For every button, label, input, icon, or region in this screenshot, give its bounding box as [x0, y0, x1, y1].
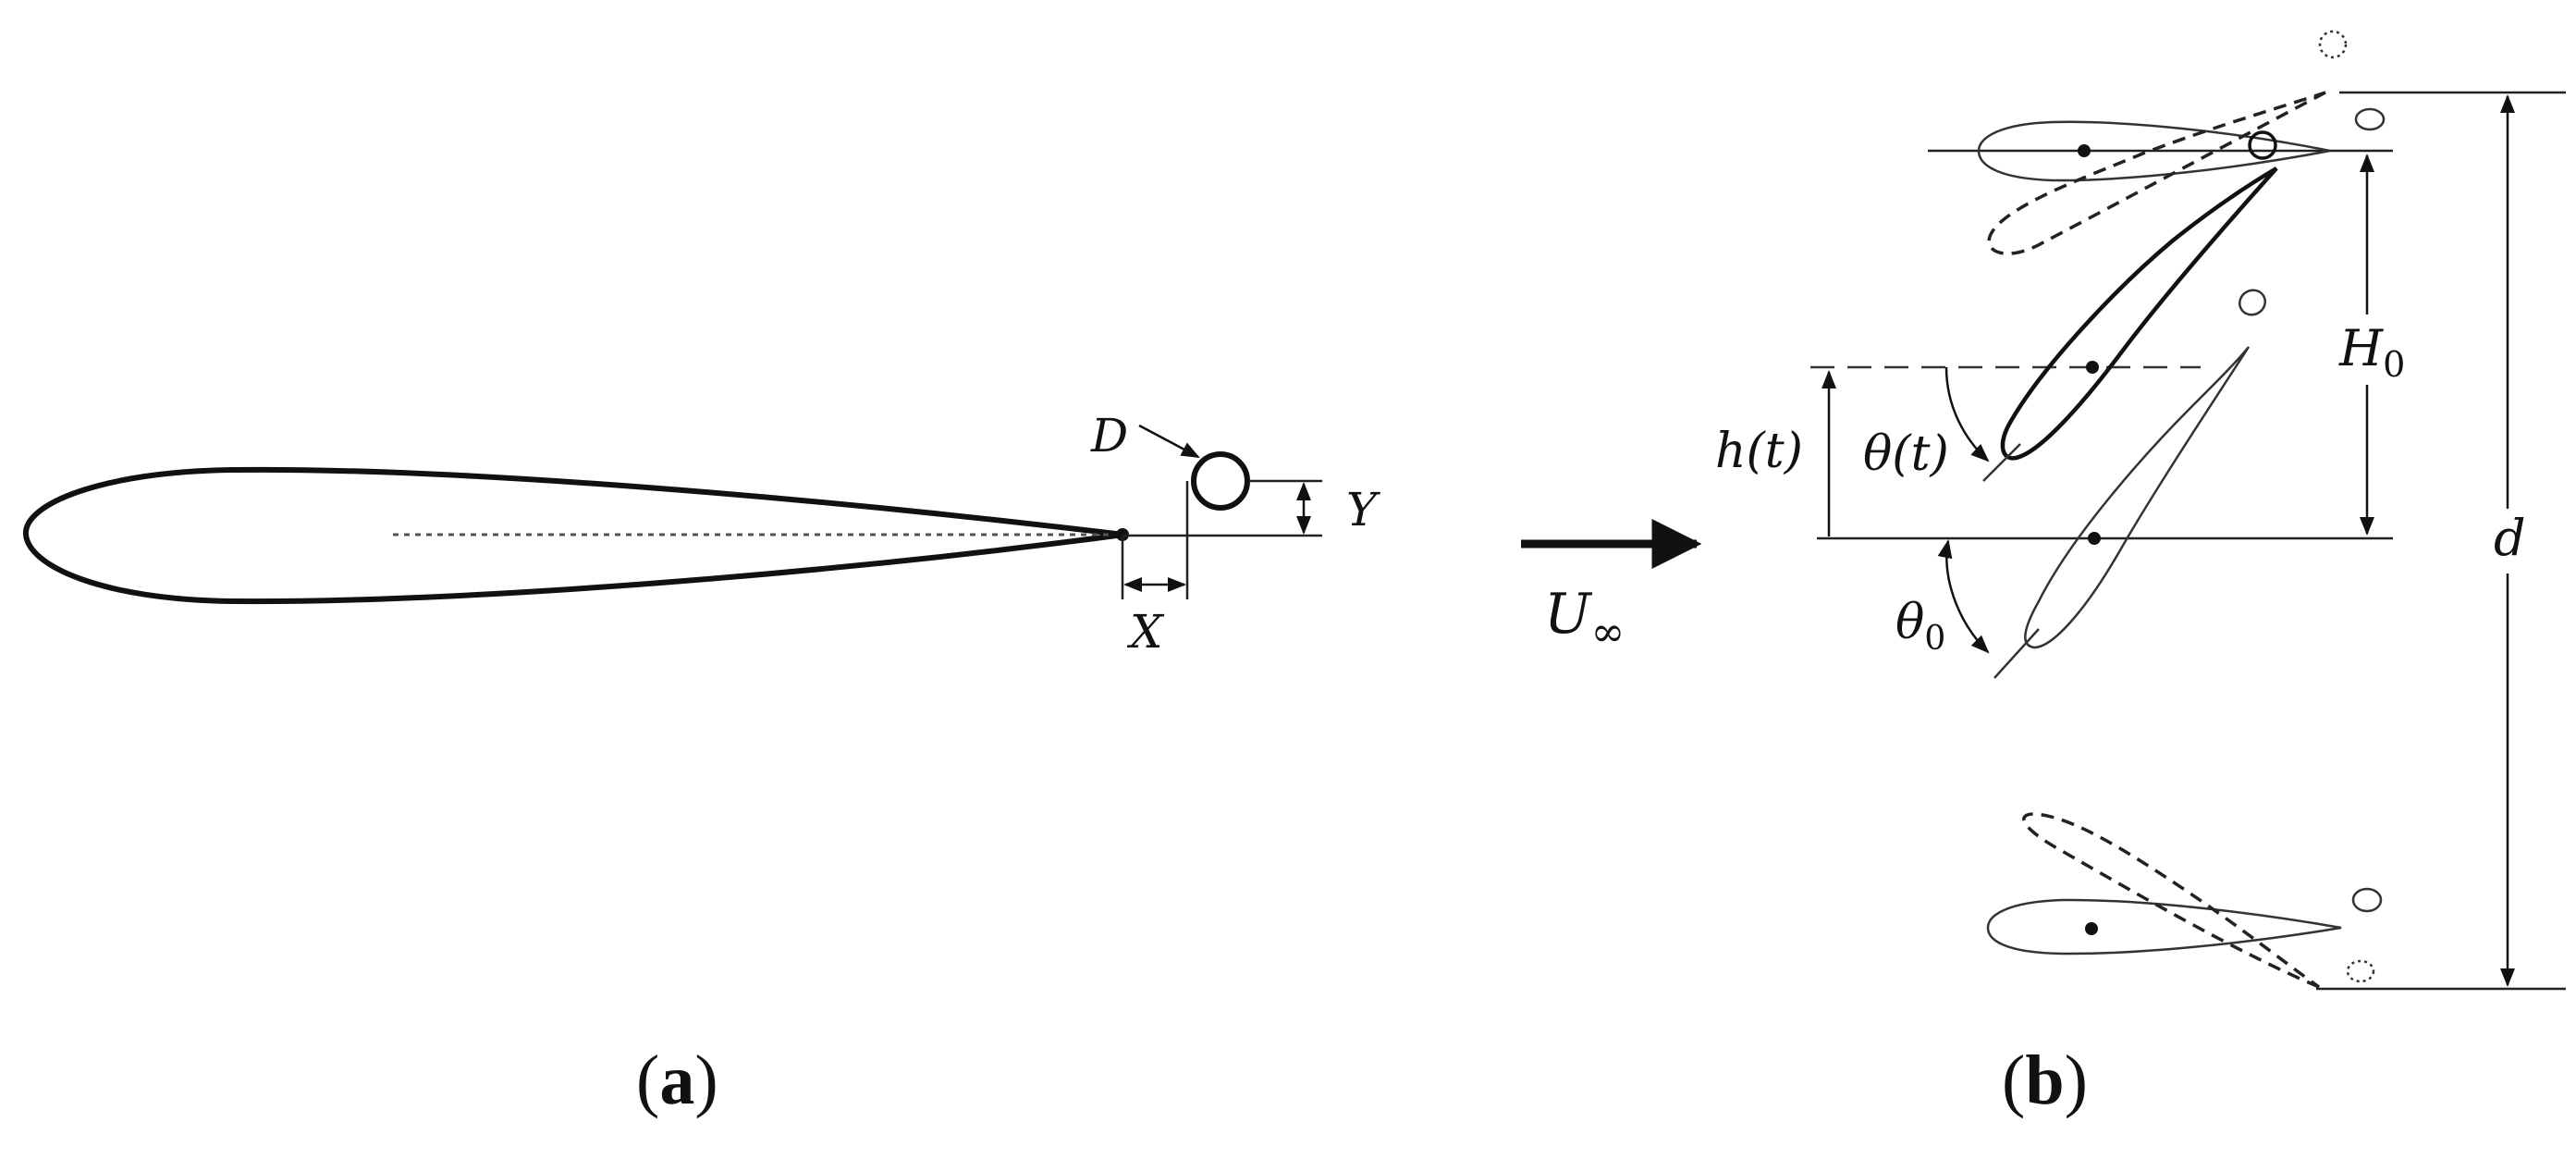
d-leader-arrow — [1138, 424, 1200, 459]
airfoil-middle-pitched — [2000, 166, 2278, 461]
label-H0: H0 — [2338, 319, 2405, 385]
pivot-lower — [2088, 532, 2101, 545]
theta-t-chord-extension — [1982, 443, 2021, 482]
theta0-chord-extension — [1993, 628, 2040, 679]
panel-a-diagram: D Y X — [22, 409, 1380, 659]
rod-cylinder — [1191, 451, 1250, 511]
label-theta-t: θ(t) — [1863, 426, 1949, 482]
panel-label-a: (a) — [636, 1042, 718, 1119]
airfoil-top-pitched-dashed — [1987, 91, 2326, 255]
pivot-bottom — [2085, 922, 2098, 935]
rod-bottom-right — [2351, 887, 2383, 913]
rod-top-solid — [2248, 130, 2277, 160]
label-U-infinity: U∞ — [1544, 582, 1625, 656]
label-Y: Y — [1346, 483, 1380, 536]
airfoil-bottom-horizontal — [1986, 898, 2342, 956]
pivot-middle — [2086, 361, 2099, 374]
theta-t-arc — [1944, 366, 1990, 462]
airfoil-a — [22, 466, 1124, 605]
label-d: d — [2494, 509, 2526, 567]
label-h-t: h(t) — [1715, 424, 1803, 479]
rod-bottom-dotted — [2346, 959, 2375, 983]
label-X: X — [1126, 605, 1165, 659]
theta0-arc — [1937, 539, 1990, 654]
label-D: D — [1090, 409, 1128, 462]
pivot-top-horizontal — [2078, 144, 2091, 157]
rod-middle — [2238, 289, 2267, 316]
label-theta0: θ0 — [1895, 595, 1945, 658]
panel-label-b: (b) — [2002, 1042, 2088, 1119]
rod-top-right — [2354, 107, 2386, 131]
airfoil-bottom-pitched-dashed — [2022, 812, 2321, 989]
airfoil-lower-pitched — [2024, 346, 2251, 649]
rod-top-dotted — [2318, 30, 2348, 59]
panel-b-diagram: U∞ h(t) H0 d θ(t) — [1521, 30, 2566, 991]
